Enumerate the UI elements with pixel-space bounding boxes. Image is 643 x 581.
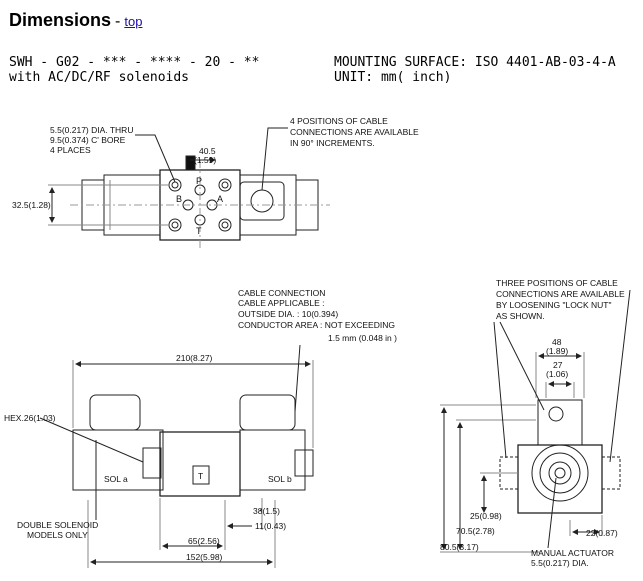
cable-box-side <box>537 399 583 446</box>
cable-conn-5: 1.5 mm (0.048 in ) <box>328 333 397 343</box>
page-title: Dimensions <box>9 10 112 30</box>
valve-body-front <box>159 431 241 497</box>
holes-note-2: 9.5(0.374) C' BORE <box>50 135 126 145</box>
sol-a-label: SOL a <box>104 474 128 484</box>
double-note-2: MODELS ONLY <box>27 530 88 540</box>
sol-b-label: SOL b <box>268 474 292 484</box>
lock-note-3: BY LOOSENING "LOCK NUT" <box>496 300 611 310</box>
port-a: A <box>217 194 223 204</box>
port-b: B <box>176 194 182 204</box>
front-view-labels: CABLE CONNECTION CABLE APPLICABLE : OUTS… <box>4 288 397 562</box>
lock-note-2: CONNECTIONS ARE AVAILABLE <box>496 289 625 299</box>
mounting-surface: MOUNTING SURFACE: ISO 4401-AB-03-4-A <box>334 55 616 70</box>
port-t: T <box>196 226 202 236</box>
top-view <box>48 127 330 250</box>
solenoid-type: with AC/DC/RF solenoids <box>9 70 190 85</box>
mount-hole <box>218 178 232 192</box>
holes-note-1: 5.5(0.217) DIA. THRU <box>50 125 133 135</box>
lock-note-1: THREE POSITIONS OF CABLE <box>496 278 618 288</box>
right-cable-box <box>239 394 296 431</box>
t-mark: T <box>198 471 203 481</box>
cable-note-3: IN 90° INCREMENTS. <box>290 138 375 148</box>
dim-hex: HEX.26(1.03) <box>4 413 56 423</box>
cable-conn-3: OUTSIDE DIA. : 10(0.394) <box>238 309 338 319</box>
dim-25: 25(0.98) <box>470 511 502 521</box>
left-cable-box <box>89 394 141 431</box>
dim-48-inch: (1.89) <box>546 346 568 356</box>
dim-27-inch: (1.06) <box>546 369 568 379</box>
dim-210: 210(8.27) <box>176 353 213 363</box>
dim-32-5: 32.5(1.28) <box>12 200 51 210</box>
lock-note-4: AS SHOWN. <box>496 311 545 321</box>
cable-conn-1: CABLE CONNECTION <box>238 288 325 298</box>
title-separator: - <box>115 13 121 30</box>
dim-40-5: 40.5 <box>199 146 216 156</box>
holes-note-3: 4 PLACES <box>50 145 91 155</box>
dim-80-5: 80.5(3.17) <box>440 542 479 552</box>
dim-48: 48 <box>552 337 562 347</box>
cable-conn-2: CABLE APPLICABLE : <box>238 298 324 308</box>
dim-152: 152(5.98) <box>186 552 223 562</box>
dim-40-5-inch: (1.59) <box>194 155 216 165</box>
mount-hole <box>218 218 232 232</box>
cable-note-1: 4 POSITIONS OF CABLE <box>290 116 388 126</box>
front-view <box>39 344 314 568</box>
mount-hole <box>168 218 182 232</box>
section-header: Dimensions-top <box>9 10 142 31</box>
unit-note: UNIT: mm( inch) <box>334 70 452 85</box>
side-body <box>517 444 603 514</box>
dim-70-5: 70.5(2.78) <box>456 526 495 536</box>
double-note-1: DOUBLE SOLENOID <box>17 520 98 530</box>
top-view-labels: 5.5(0.217) DIA. THRU 9.5(0.374) C' BORE … <box>12 116 419 236</box>
dim-38: 38(1.5) <box>253 506 280 516</box>
top-link[interactable]: top <box>124 14 143 29</box>
side-view-labels: THREE POSITIONS OF CABLE CONNECTIONS ARE… <box>440 278 625 568</box>
cable-conn-4: CONDUCTOR AREA : NOT EXCEEDING <box>238 320 395 330</box>
dim-65: 65(2.56) <box>188 536 220 546</box>
port-p: P <box>196 176 202 186</box>
manual-note-2: 5.5(0.217) DIA. <box>531 558 589 568</box>
dim-11: 11(0.43) <box>255 521 286 531</box>
dim-27: 27 <box>553 360 563 370</box>
dim-22: 22(0.87) <box>586 528 618 538</box>
side-view <box>440 289 631 553</box>
cable-note-2: CONNECTIONS ARE AVAILABLE <box>290 127 419 137</box>
manual-note-1: MANUAL ACTUATOR <box>531 548 614 558</box>
model-code: SWH - G02 - *** - **** - 20 - ** <box>9 55 260 70</box>
